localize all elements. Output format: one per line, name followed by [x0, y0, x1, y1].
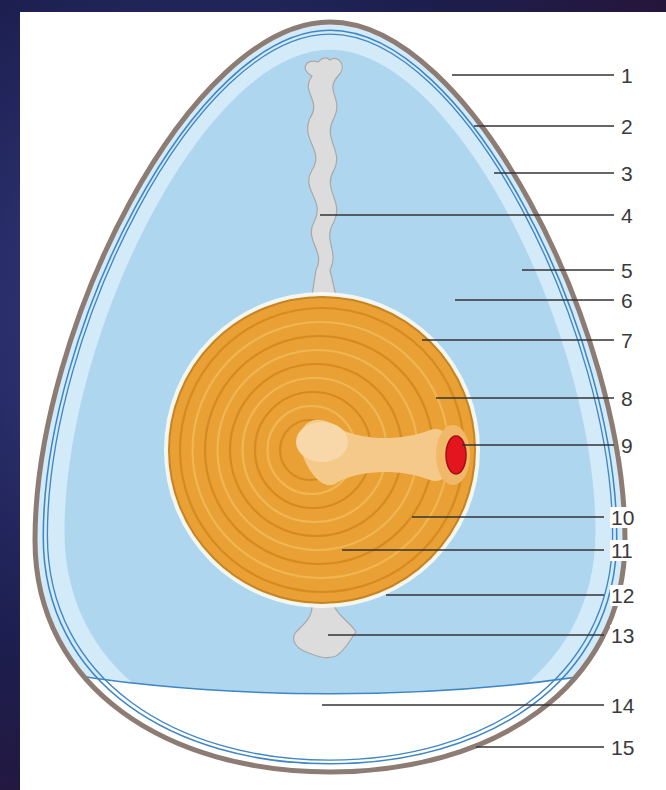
callout-number: 3	[620, 163, 634, 184]
callout-number: 13	[610, 625, 635, 646]
germinal-disc	[446, 436, 466, 474]
shell	[35, 22, 625, 772]
callout-number: 7	[620, 330, 634, 351]
callout-number: 1	[620, 65, 634, 86]
callout-number: 2	[620, 116, 634, 137]
callout-number: 11	[610, 540, 634, 561]
callout-number: 6	[620, 290, 634, 311]
callout-number: 14	[610, 695, 635, 716]
latebra-core	[296, 422, 348, 462]
callout-number: 10	[610, 507, 635, 528]
callout-number: 5	[620, 260, 634, 281]
thin-albumen	[35, 22, 625, 772]
nucleus-of-pander	[436, 425, 470, 485]
callout-number: 4	[620, 205, 634, 226]
outer-membrane	[43, 30, 616, 764]
yolk	[169, 297, 475, 603]
upper-chalaza	[305, 58, 342, 296]
callout-number: 8	[620, 388, 634, 409]
lower-chalaza	[294, 606, 356, 658]
callout-number: 9	[620, 435, 634, 456]
inner-membrane	[47, 34, 612, 760]
callout-number: 12	[610, 585, 635, 606]
leader-lines	[320, 75, 614, 747]
white-panel	[20, 12, 666, 790]
callout-number: 15	[610, 737, 635, 758]
